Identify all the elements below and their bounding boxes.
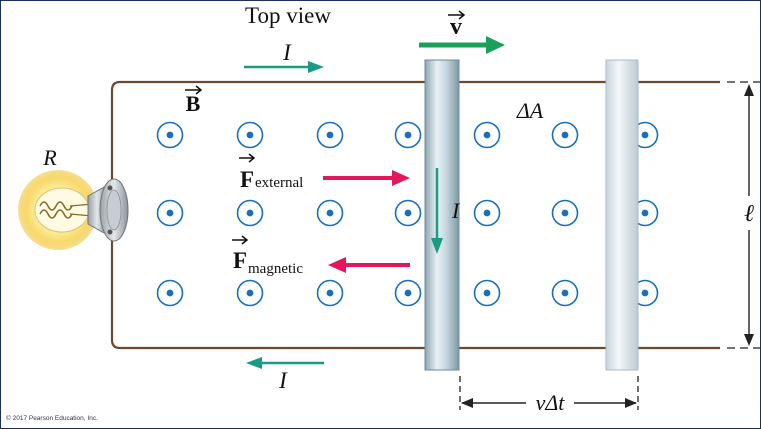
length-label: ℓ (744, 201, 754, 227)
svg-text:external: external (255, 175, 303, 191)
current-label-bottom: I (278, 368, 288, 393)
field-dot-icon (316, 121, 344, 149)
field-dot-icon (236, 199, 264, 227)
field-label: B (185, 85, 203, 116)
field-dot-icon (236, 279, 264, 307)
velocity-arrow (419, 36, 505, 54)
field-dot-icon (156, 199, 184, 227)
external-force-arrow (323, 170, 410, 186)
field-dot-icon (473, 279, 501, 307)
current-label-rod: I (451, 198, 461, 223)
circuit-wire (110, 80, 720, 350)
field-dot-icon (631, 279, 659, 307)
displacement-dimension (459, 376, 639, 410)
field-dot-icon (316, 279, 344, 307)
field-dot-icon (236, 121, 264, 149)
field-dot-icon (473, 121, 501, 149)
resistor-label: R (42, 145, 57, 170)
light-bulb-icon (18, 170, 129, 250)
field-dot-icon (394, 279, 422, 307)
field-dot-icon (156, 121, 184, 149)
svg-text:F: F (240, 167, 254, 192)
field-dot-icon (551, 199, 579, 227)
field-dot-icon (551, 121, 579, 149)
current-arrow-top (244, 61, 324, 73)
field-dot-icon (394, 199, 422, 227)
field-dot-icon (631, 121, 659, 149)
svg-text:v: v (450, 14, 462, 40)
velocity-label: v (448, 10, 466, 40)
rod-later-position (605, 59, 639, 371)
magnetic-force-arrow (328, 257, 410, 273)
external-force-label: F external (239, 153, 303, 192)
copyright-notice: © 2017 Pearson Education, Inc. (6, 414, 98, 422)
field-dot-icon (316, 199, 344, 227)
magnetic-field-symbols (156, 121, 659, 307)
current-arrow-bottom (246, 357, 324, 369)
current-label-top: I (282, 40, 292, 65)
field-dot-icon (551, 279, 579, 307)
current-arrow-rod (431, 168, 443, 254)
diagram-title: Top view (245, 3, 331, 28)
field-dot-icon (394, 121, 422, 149)
svg-text:magnetic: magnetic (248, 261, 303, 277)
field-dot-icon (473, 199, 501, 227)
area-label: ΔA (516, 98, 544, 123)
magnetic-force-label: F magnetic (232, 235, 303, 277)
svg-text:F: F (233, 248, 247, 273)
displacement-label: vΔt (536, 390, 566, 415)
length-dimension (727, 81, 761, 349)
svg-text:B: B (186, 91, 201, 116)
moving-rod (424, 59, 460, 371)
field-dot-icon (156, 279, 184, 307)
